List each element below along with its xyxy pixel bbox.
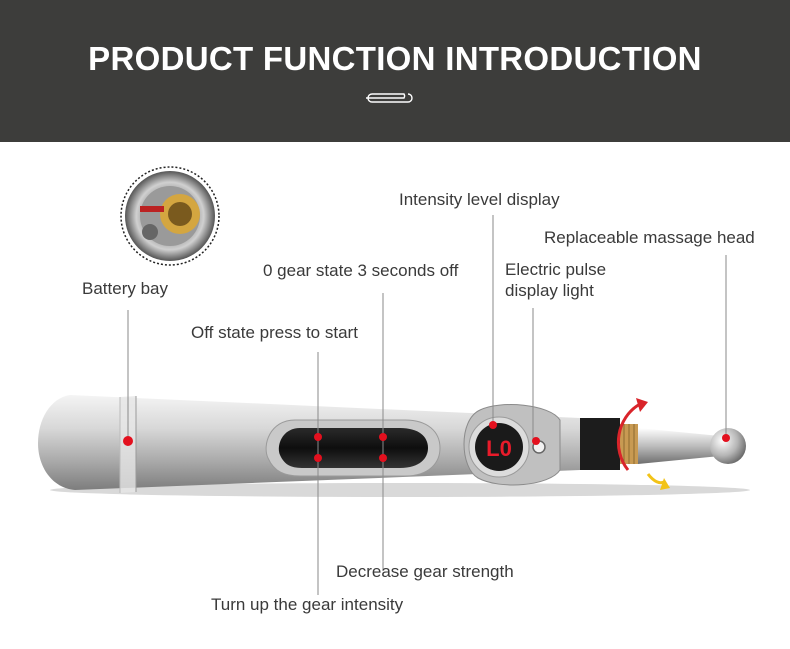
page-title: PRODUCT FUNCTION INTRODUCTION [88,40,702,77]
label-pulse-light-line2: display light [505,281,594,300]
label-massage-head: Replaceable massage head [544,228,755,247]
marker-turn-up [314,454,322,462]
control-panel [265,419,441,477]
callout-markers [123,421,730,462]
paperclip-icon [366,93,413,103]
intensity-readout: L0 [486,436,512,461]
display-housing: L0 [463,404,561,486]
product-illustration: L0 [38,166,750,595]
marker-battery-bay [123,436,133,446]
marker-start [314,433,322,441]
marker-gear-off [379,433,387,441]
device-shadow [50,483,750,497]
label-intensity-display: Intensity level display [399,190,560,209]
label-pulse-light-line1: Electric pulse [505,260,607,279]
massage-tip [580,418,746,470]
header-banner: PRODUCT FUNCTION INTRODUCTION [0,0,790,142]
battery-bay-inset [120,166,220,266]
marker-massage-head [722,434,730,442]
marker-intensity-display [489,421,497,429]
rotation-arrows-icon [616,398,670,490]
label-battery-bay: Battery bay [82,279,168,298]
label-gear-off: 0 gear state 3 seconds off [263,261,459,280]
leader-lines [127,215,727,595]
label-off-press-start: Off state press to start [191,323,358,342]
label-turn-up-gear: Turn up the gear intensity [211,595,404,614]
marker-decrease [379,454,387,462]
label-decrease-gear: Decrease gear strength [336,562,514,581]
marker-pulse-light [532,437,540,445]
